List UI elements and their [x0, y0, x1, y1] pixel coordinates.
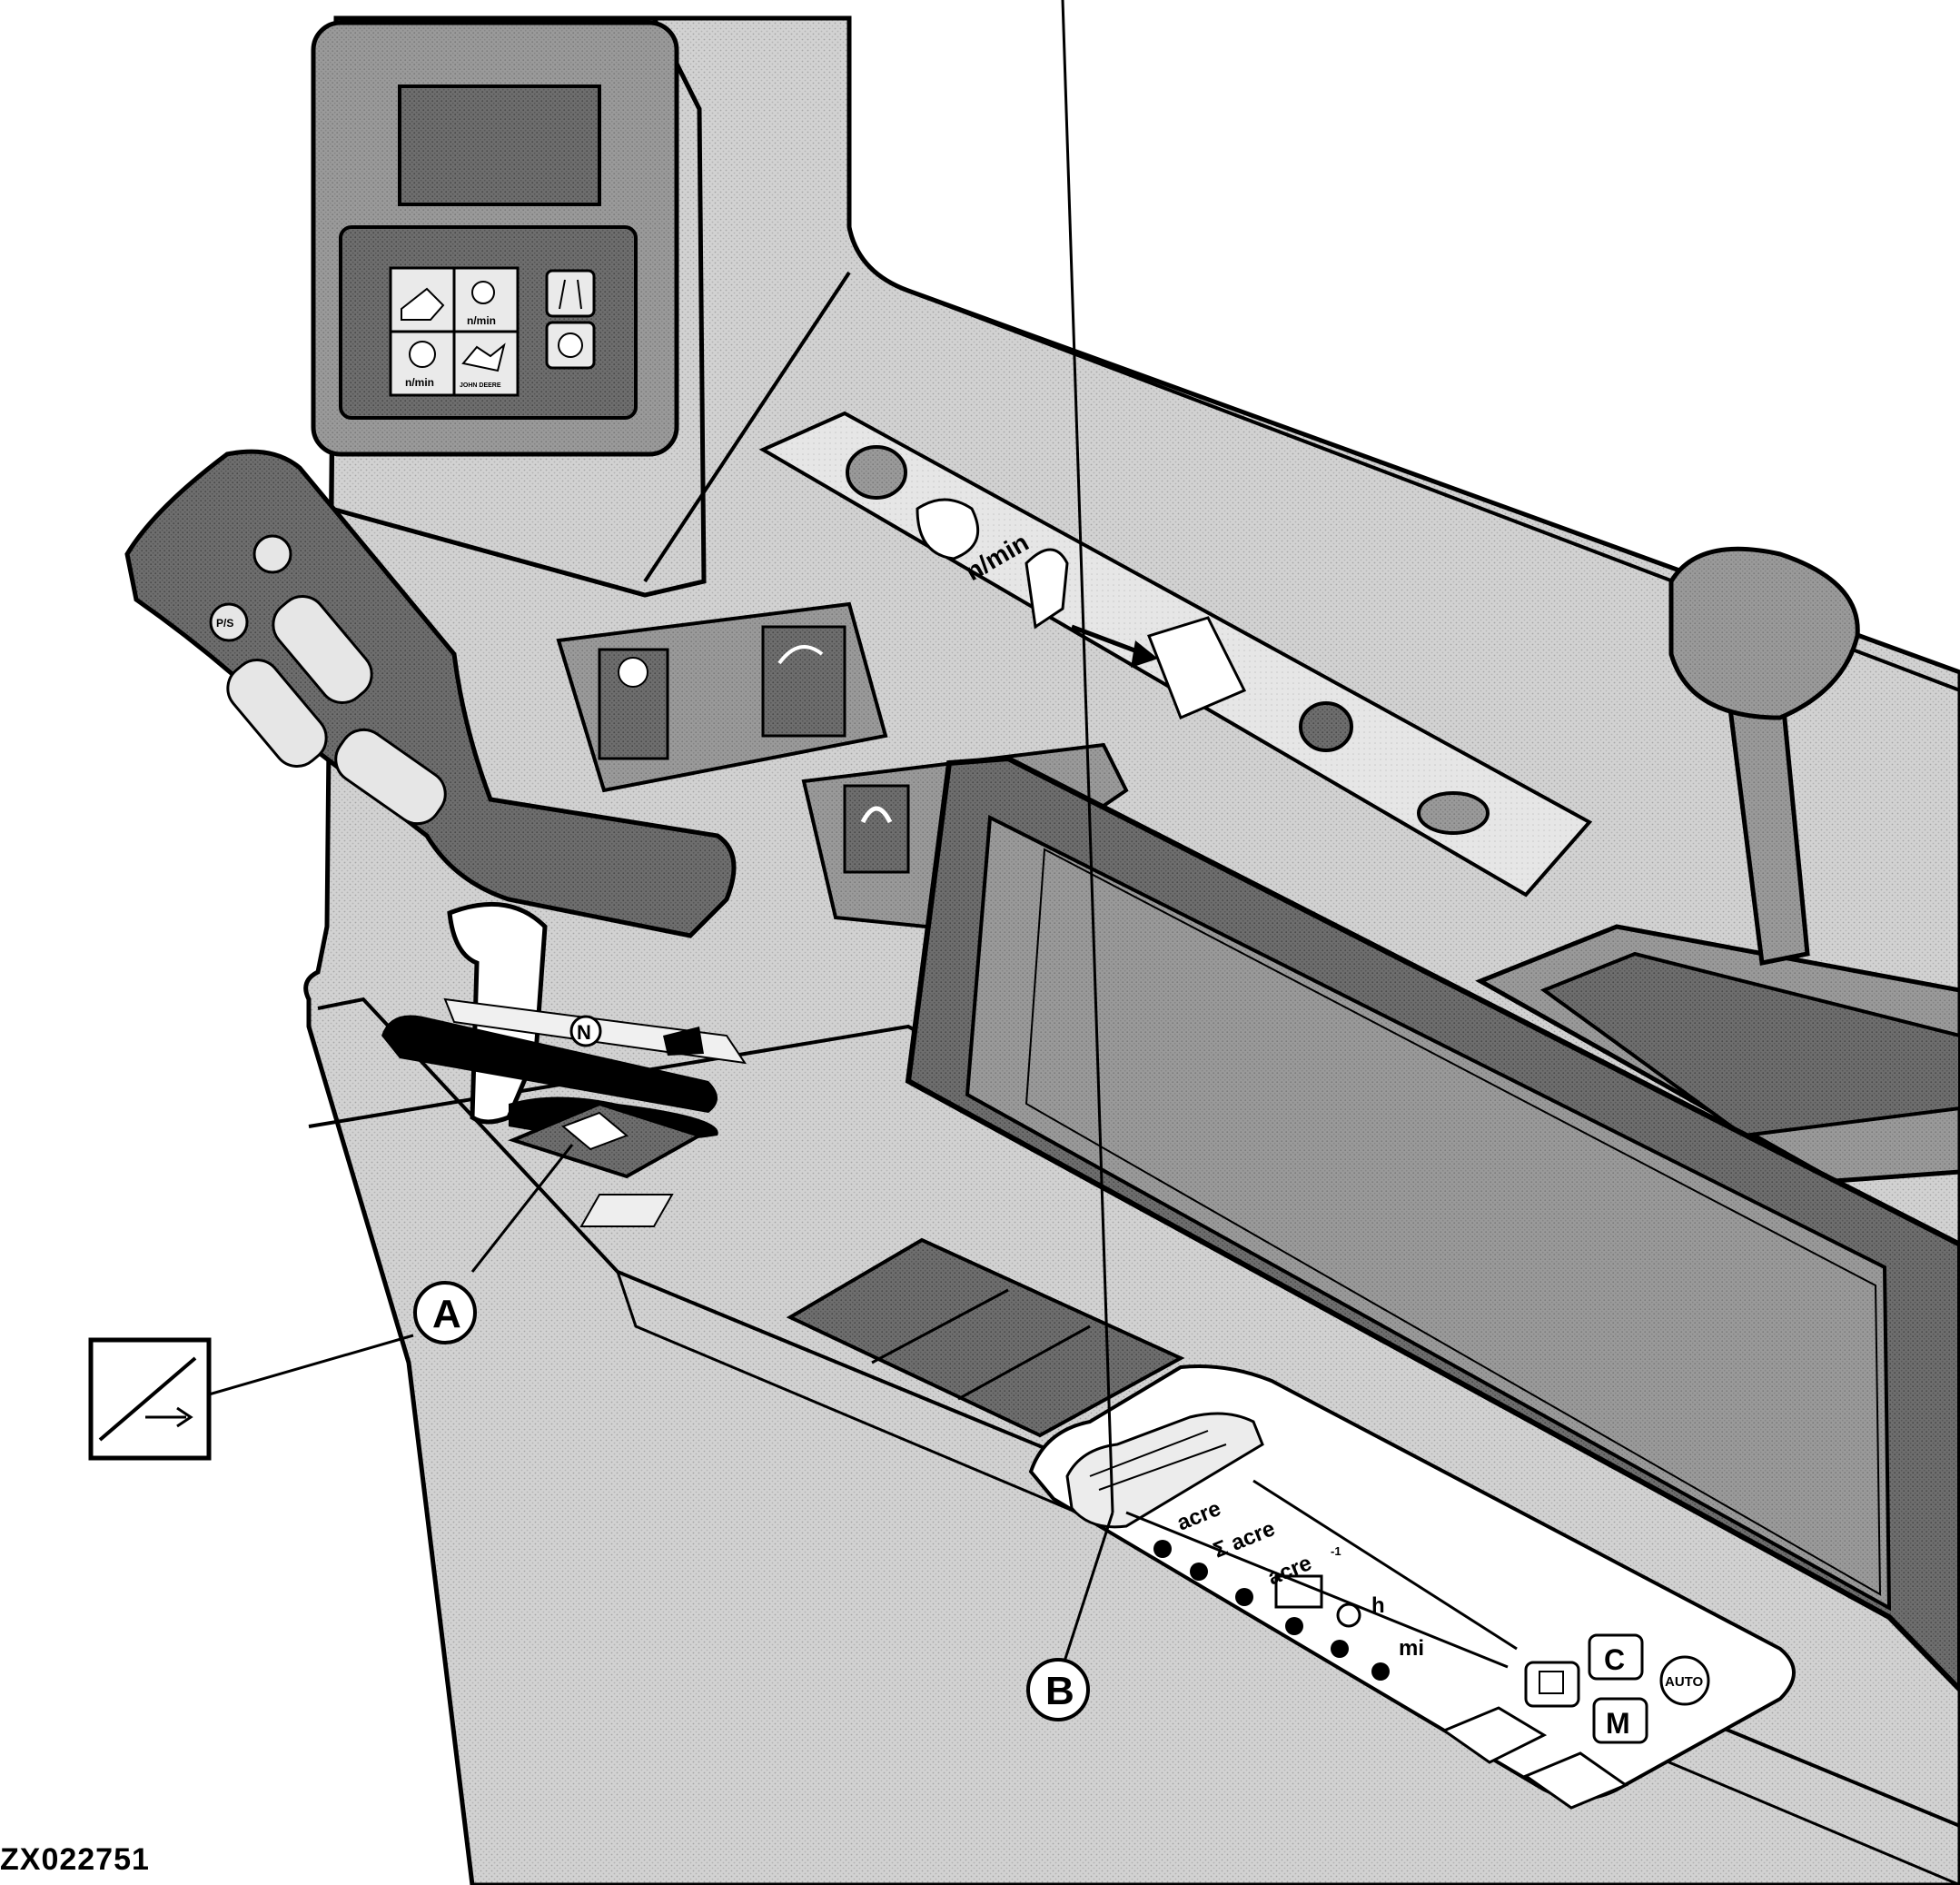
auto-label: AUTO [1665, 1674, 1704, 1690]
manual-book-icon [1147, 616, 1247, 719]
callout-b: B [1026, 0, 1114, 1721]
callout-b-label: B [1045, 1669, 1074, 1713]
display-mode-button[interactable] [1524, 1661, 1580, 1708]
memory-button[interactable] [1592, 1697, 1648, 1744]
blank-switch-plates [786, 1237, 1185, 1438]
key-icon [1025, 548, 1069, 630]
neutral-label: N [577, 1021, 591, 1044]
memory-label: M [1606, 1707, 1630, 1740]
clock-icon [558, 332, 583, 358]
tractor-icon [663, 1027, 704, 1056]
indicator-led-6 [1371, 1662, 1390, 1681]
row-hours: h [1371, 1593, 1385, 1618]
clear-label: C [1604, 1643, 1625, 1676]
deer-logo-icon [461, 342, 506, 372]
rpm-label-2: n/min [405, 376, 434, 389]
gear-shift-lever[interactable] [1475, 546, 1960, 1184]
speed-knob[interactable] [1299, 701, 1353, 752]
brand-text: JOHN DEERE [460, 382, 501, 389]
rocker-switch-3[interactable] [843, 784, 910, 874]
area-counter: acre Σ acre acre -1 h mi C M AUTO [1028, 1364, 1796, 1810]
up-arrow-button[interactable] [1440, 1706, 1548, 1764]
engine-icon [916, 498, 980, 561]
handle-rocker-2[interactable] [218, 650, 336, 776]
row-acre-suffix: -1 [1331, 1544, 1341, 1558]
shifter-gate: N [381, 997, 747, 1227]
monitor-screen [398, 84, 601, 206]
handle-rocker-1[interactable] [263, 587, 381, 712]
handle-rocker-3[interactable] [327, 720, 455, 833]
fan-speed-icon [471, 281, 495, 304]
handle-button-text: P/S [216, 617, 233, 630]
down-arrow-button[interactable] [1522, 1751, 1629, 1810]
auto-button[interactable] [1659, 1655, 1710, 1706]
up-down-button[interactable] [545, 269, 596, 318]
clear-button[interactable] [1588, 1633, 1644, 1681]
lift-icon [777, 645, 824, 665]
display-mode-icon [1539, 1671, 1564, 1694]
callout-a-label: A [432, 1292, 461, 1336]
power-socket [1417, 791, 1490, 835]
rocker-switch-2[interactable] [761, 625, 846, 738]
indicator-led-4 [1285, 1617, 1303, 1635]
handle-button-1[interactable] [252, 534, 292, 574]
row-miles: mi [1399, 1636, 1424, 1661]
indicator-led-3 [1235, 1588, 1253, 1606]
engine-icon [409, 341, 436, 368]
callout-b-circle [1026, 1658, 1090, 1721]
shift-knob [1668, 546, 1860, 720]
indicator-led-5 [1331, 1640, 1349, 1658]
up-down-arrows-icon [559, 279, 582, 310]
arrow-right-icon [145, 1406, 193, 1428]
machine-hours-icon [1274, 1574, 1323, 1609]
shifter-slot [381, 1015, 718, 1113]
callout-a-circle [413, 1281, 477, 1344]
throttle-knob[interactable] [846, 445, 907, 500]
4wd-icon [618, 657, 648, 688]
counter-readout [1065, 1412, 1264, 1529]
gear-icon [1336, 1602, 1361, 1628]
rpm-label-1: n/min [467, 314, 496, 327]
top-monitor: n/min n/min JOHN DEERE [311, 20, 679, 457]
switch-a-decal [579, 1194, 674, 1227]
indicator-led-2 [1190, 1563, 1208, 1581]
rocker-switch-cluster [556, 601, 888, 793]
engine-speed-panel: n/min [758, 411, 1593, 898]
callout-a: A [88, 1144, 574, 1461]
horseshoe-icon [860, 806, 893, 824]
display-panel [905, 755, 1960, 1694]
header-icon [401, 287, 445, 321]
indicator-led-1 [1153, 1540, 1172, 1558]
handle-button-ps[interactable] [209, 602, 249, 642]
figure-id: ZX022751 [0, 1842, 150, 1877]
